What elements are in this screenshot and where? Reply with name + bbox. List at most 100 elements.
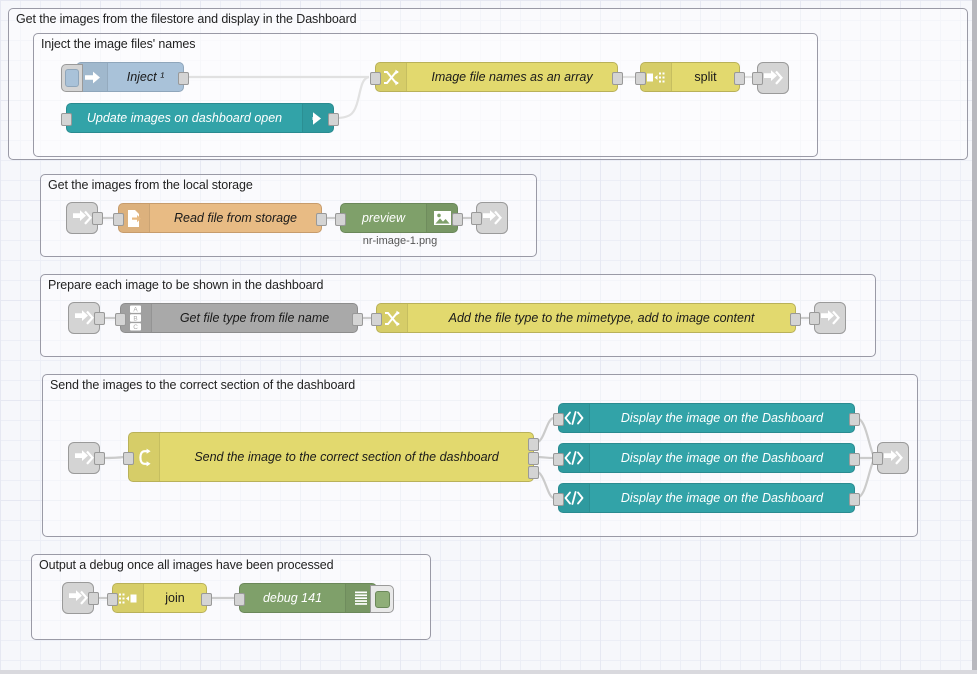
- image-icon: [426, 204, 457, 232]
- svg-text:A: A: [133, 307, 138, 314]
- node-preview[interactable]: preview: [335, 203, 463, 233]
- port-in[interactable]: [335, 213, 346, 226]
- port-out[interactable]: [316, 213, 327, 226]
- link-out-icon: [764, 70, 783, 85]
- port-out[interactable]: [612, 72, 623, 85]
- canvas-edge-bottom: [0, 670, 977, 674]
- node-split[interactable]: split: [635, 62, 745, 92]
- port-out[interactable]: [452, 213, 463, 226]
- node-link-in-1[interactable]: [66, 202, 103, 234]
- port-in[interactable]: [107, 593, 118, 606]
- port-out[interactable]: [849, 413, 860, 426]
- node-link-out-3[interactable]: [809, 302, 846, 334]
- port-out-1[interactable]: [528, 438, 539, 451]
- arrow-right-icon: [302, 104, 333, 132]
- node-link-in-3[interactable]: [68, 442, 105, 474]
- switch-branch-icon: [129, 433, 160, 481]
- port-in[interactable]: [553, 453, 564, 466]
- port-in[interactable]: [635, 72, 646, 85]
- node-add-mimetype[interactable]: Add the file type to the mimetype, add t…: [371, 303, 801, 333]
- group-inject[interactable]: Inject the image files' names: [33, 33, 818, 157]
- port-in[interactable]: [370, 72, 381, 85]
- debug-toggle-swatch: [374, 590, 390, 608]
- link-in-icon: [73, 210, 92, 225]
- port-out[interactable]: [352, 313, 363, 326]
- canvas-edge-right: [972, 0, 977, 674]
- group-label-outer: Get the images from the filestore and di…: [16, 12, 357, 26]
- group-label-send: Send the images to the correct section o…: [50, 378, 356, 392]
- port-out-3[interactable]: [528, 466, 539, 479]
- port-out[interactable]: [734, 72, 745, 85]
- node-link-in-4[interactable]: [62, 582, 99, 614]
- file-read-icon: [119, 204, 150, 232]
- port-in[interactable]: [872, 452, 883, 465]
- node-display-2[interactable]: Display the image on the Dashboard: [553, 443, 860, 473]
- node-display-1-label: Display the image on the Dashboard: [620, 411, 824, 425]
- node-display-1[interactable]: Display the image on the Dashboard: [553, 403, 860, 433]
- function-shuffle-icon: [376, 63, 407, 91]
- port-out[interactable]: [94, 452, 105, 465]
- port-in[interactable]: [553, 413, 564, 426]
- node-inject[interactable]: Inject ¹: [61, 62, 189, 92]
- debug-toggle-button[interactable]: [370, 585, 394, 613]
- svg-text:C: C: [133, 324, 138, 331]
- node-link-in-2[interactable]: [68, 302, 105, 334]
- node-function-array[interactable]: Image file names as an array: [370, 62, 623, 92]
- group-label-inject: Inject the image files' names: [41, 37, 196, 51]
- node-split-label: split: [694, 70, 717, 84]
- port-in[interactable]: [61, 113, 72, 126]
- node-display-3[interactable]: Display the image on the Dashboard: [553, 483, 860, 513]
- node-read-file[interactable]: Read file from storage: [113, 203, 327, 233]
- port-in[interactable]: [115, 313, 126, 326]
- node-debug[interactable]: debug 141: [234, 583, 394, 613]
- inject-button[interactable]: [61, 64, 83, 92]
- port-out-2[interactable]: [528, 452, 539, 465]
- port-out[interactable]: [201, 593, 212, 606]
- port-in[interactable]: [234, 593, 245, 606]
- link-in-icon: [75, 450, 94, 465]
- node-debug-label: debug 141: [262, 591, 323, 605]
- node-function-array-label: Image file names as an array: [431, 70, 593, 84]
- port-in[interactable]: [471, 212, 482, 225]
- port-out[interactable]: [88, 592, 99, 605]
- port-in[interactable]: [113, 213, 124, 226]
- port-in[interactable]: [123, 452, 134, 465]
- port-out[interactable]: [849, 453, 860, 466]
- port-out[interactable]: [328, 113, 339, 126]
- code-tag-icon: [559, 484, 590, 512]
- port-in[interactable]: [752, 72, 763, 85]
- node-switch-section[interactable]: Send the image to the correct section of…: [123, 432, 539, 482]
- join-icon: [113, 584, 144, 612]
- node-ui-control[interactable]: Update images on dashboard open: [61, 103, 339, 133]
- node-get-file-type-label: Get file type from file name: [179, 311, 330, 325]
- port-out[interactable]: [178, 72, 189, 85]
- node-link-out-4[interactable]: [872, 442, 909, 474]
- port-in[interactable]: [371, 313, 382, 326]
- node-ui-control-label: Update images on dashboard open: [86, 111, 283, 125]
- port-out[interactable]: [92, 212, 103, 225]
- port-in[interactable]: [809, 312, 820, 325]
- group-label-debug: Output a debug once all images have been…: [39, 558, 334, 572]
- node-add-mimetype-label: Add the file type to the mimetype, add t…: [448, 311, 755, 325]
- port-in[interactable]: [553, 493, 564, 506]
- node-link-out-2[interactable]: [471, 202, 508, 234]
- link-out-icon: [821, 310, 840, 325]
- code-tag-icon: [559, 444, 590, 472]
- link-out-icon: [483, 210, 502, 225]
- port-out[interactable]: [849, 493, 860, 506]
- node-join-label: join: [165, 591, 185, 605]
- link-in-icon: [75, 310, 94, 325]
- link-in-icon: [69, 590, 88, 605]
- inject-button-swatch: [65, 69, 79, 87]
- port-out[interactable]: [94, 312, 105, 325]
- node-join[interactable]: join: [107, 583, 212, 613]
- split-icon: [641, 63, 672, 91]
- node-link-out-1[interactable]: [752, 62, 789, 94]
- node-display-3-label: Display the image on the Dashboard: [620, 491, 824, 505]
- port-out[interactable]: [790, 313, 801, 326]
- node-switch-section-label: Send the image to the correct section of…: [194, 450, 499, 464]
- node-display-2-label: Display the image on the Dashboard: [620, 451, 824, 465]
- group-label-storage: Get the images from the local storage: [48, 178, 253, 192]
